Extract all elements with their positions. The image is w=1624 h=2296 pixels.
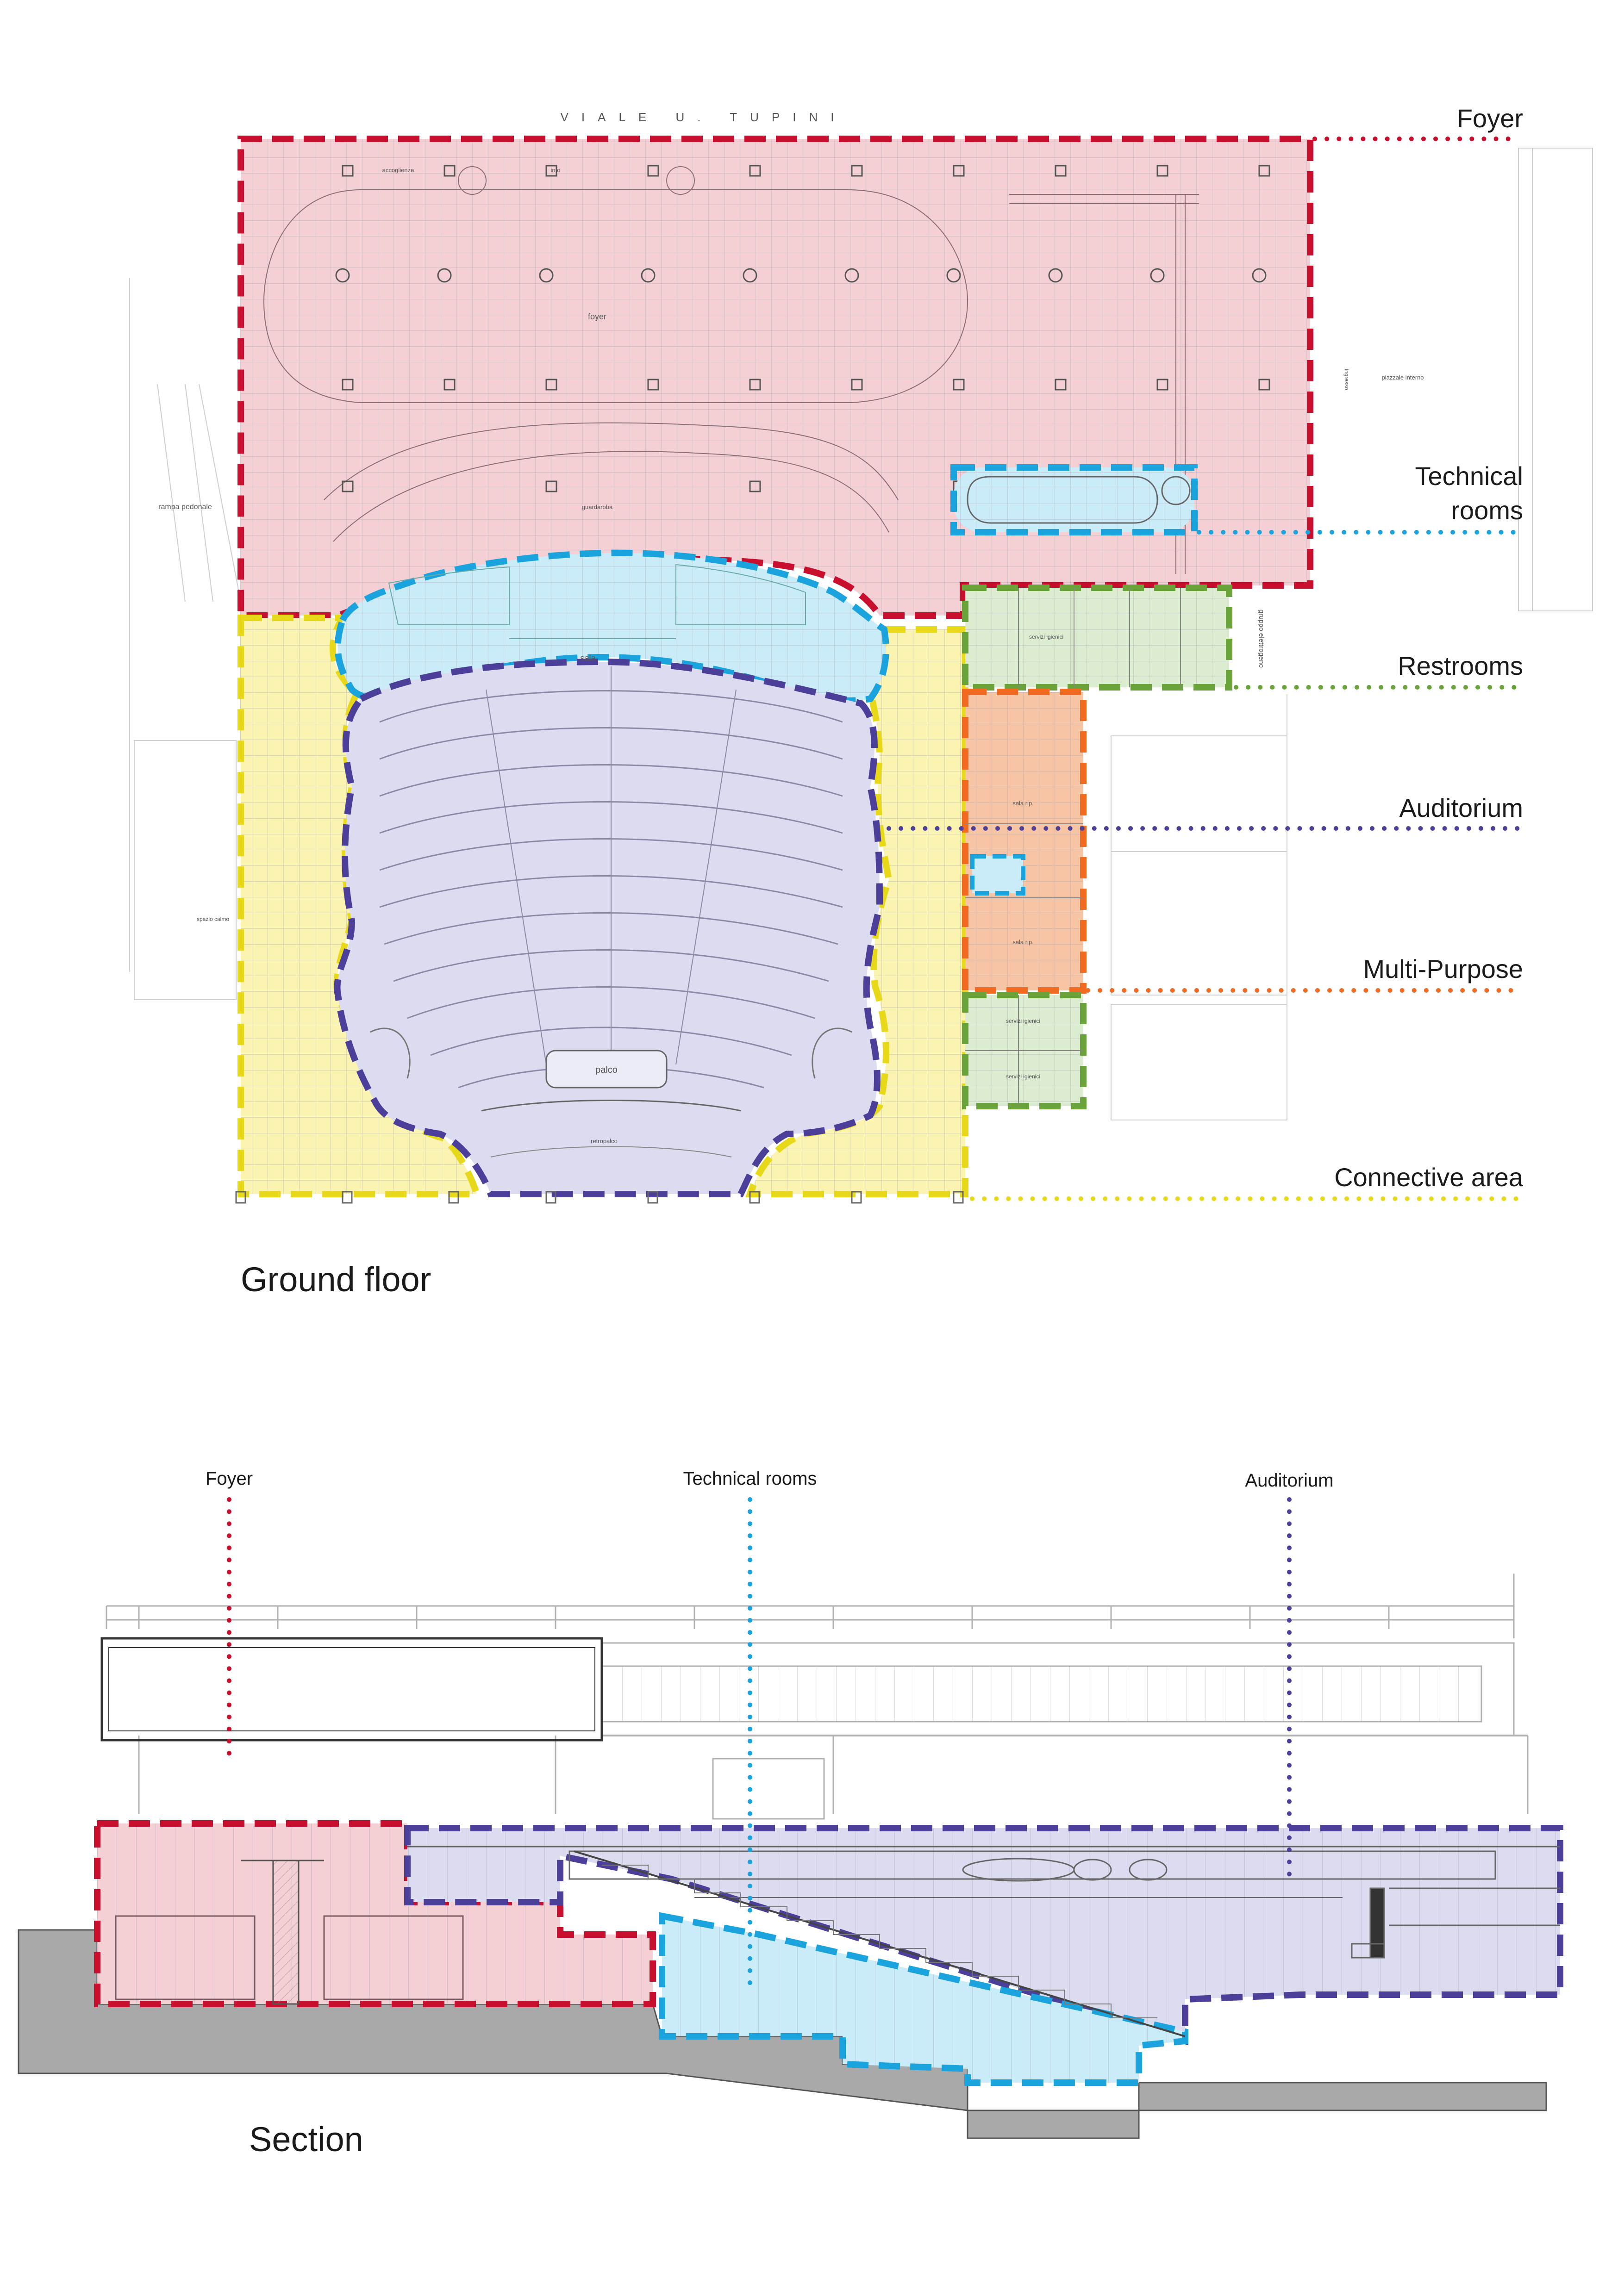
legend-technical-line2: rooms [1451, 496, 1523, 525]
room-label-wc-2: servizi igienici [1006, 1018, 1040, 1024]
restrooms-lower-zone[interactable] [962, 992, 1087, 1109]
legend-technical-line1: Technical [1415, 461, 1523, 491]
section-drawing: Foyer Technical rooms Auditorium Section [18, 1468, 1563, 2159]
room-label-ingresso: ingresso [1343, 369, 1350, 390]
ground-floor-plan: VIALE U. TUPINI accoglienza info foyer g… [129, 104, 1593, 1299]
legend-foyer: Foyer [1457, 104, 1523, 133]
legend-connective: Connective area [1334, 1163, 1524, 1192]
plan-title: Ground floor [241, 1260, 431, 1299]
foyer-columns [335, 165, 1270, 492]
section-seating-steps [602, 1865, 1157, 2018]
multipurpose-zone[interactable] [962, 689, 1087, 994]
room-label-sala-rip-1: sala rip. [1012, 800, 1034, 807]
foyer-zone[interactable] [237, 136, 1313, 619]
section-technical-zone[interactable] [659, 1912, 1188, 2086]
section-title: Section [249, 2120, 363, 2159]
seating-aisles [486, 666, 737, 1065]
legend-restrooms: Restrooms [1398, 651, 1523, 680]
seating-rows [379, 690, 843, 1089]
room-label-accoglienza: accoglienza [382, 167, 414, 174]
section-label-auditorium: Auditorium [1245, 1470, 1333, 1491]
restrooms-upper-zone[interactable] [962, 585, 1232, 691]
technical-rooms-zone[interactable] [950, 464, 1198, 535]
section-foyer-zone[interactable] [94, 1820, 656, 2007]
room-label-info: info [551, 167, 561, 174]
street-label: VIALE U. TUPINI [561, 110, 847, 124]
room-label-sala: sala [580, 653, 596, 663]
section-upper-structure [106, 1574, 1529, 1820]
room-label-gruppo: gruppo elettrogeno [1257, 610, 1265, 668]
section-leader-lines [227, 1497, 1292, 1992]
section-auditorium-detail [407, 1846, 1560, 1959]
legend-multipurpose: Multi-Purpose [1363, 954, 1523, 983]
legend-auditorium: Auditorium [1399, 793, 1523, 822]
room-label-wc-1: servizi igienici [1029, 634, 1063, 640]
technical-lobby-zone[interactable] [334, 549, 889, 704]
room-label-palco: palco [595, 1065, 618, 1075]
stage [545, 1050, 668, 1089]
room-label-rampa: rampa pedonale [158, 503, 212, 511]
section-upper-box [100, 1637, 603, 1742]
section-label-foyer: Foyer [206, 1468, 253, 1489]
room-label-spazio-calmo: spazio calmo [197, 916, 229, 922]
plan-leader-lines [887, 137, 1521, 1201]
room-label-sala-rip-2: sala rip. [1012, 939, 1034, 946]
room-label-piazzale: piazzale interno [1381, 374, 1424, 381]
room-label-guardaroba: guardaroba [582, 504, 613, 510]
bottom-columns [235, 1191, 964, 1204]
auditorium-zone[interactable] [334, 658, 883, 1197]
room-label-foyer: foyer [588, 312, 606, 321]
room-label-retropalco: retropalco [591, 1138, 618, 1145]
section-label-technical: Technical rooms [683, 1468, 817, 1489]
room-label-wc-3: servizi igienici [1006, 1073, 1040, 1080]
